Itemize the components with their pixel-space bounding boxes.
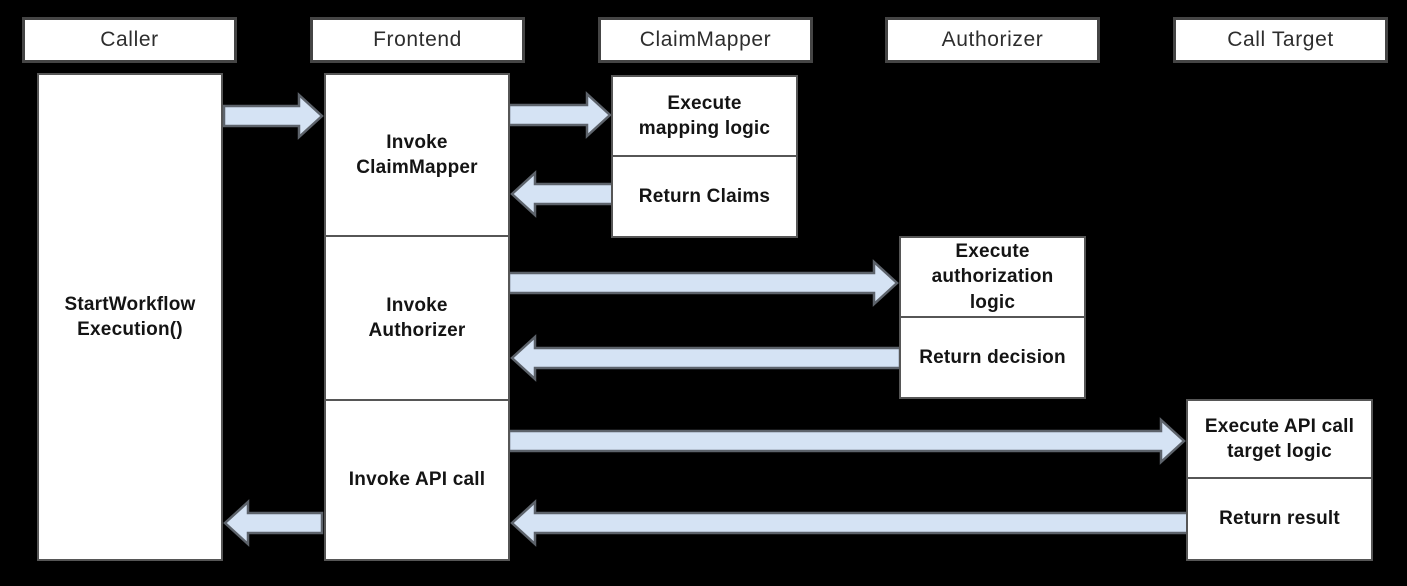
box-return-claims: Return Claims — [611, 155, 798, 238]
box-return-decision: Return decision — [899, 316, 1086, 399]
box-invoke-claimmapper: Invoke ClaimMapper — [324, 73, 510, 237]
arrow-authorizer-to-frontend — [510, 334, 902, 382]
box-execute-mapping-logic: Execute mapping logic — [611, 75, 798, 157]
box-execute-authorization-logic: Execute authorization logic — [899, 236, 1086, 318]
lane-header-authorizer: Authorizer — [885, 17, 1100, 63]
box-startworkflow-execution: StartWorkflow Execution() — [37, 73, 223, 561]
arrow-caller-to-frontend — [222, 92, 324, 140]
box-return-result: Return result — [1186, 477, 1373, 561]
box-execute-api-call-target-logic: Execute API call target logic — [1186, 399, 1373, 479]
box-invoke-api-call: Invoke API call — [324, 399, 510, 561]
arrow-calltarget-to-frontend — [510, 499, 1190, 547]
box-invoke-authorizer: Invoke Authorizer — [324, 235, 510, 401]
arrow-frontend-to-caller — [223, 499, 324, 547]
lane-header-calltarget: Call Target — [1173, 17, 1388, 63]
lane-header-caller: Caller — [22, 17, 237, 63]
lane-header-frontend: Frontend — [310, 17, 525, 63]
arrow-frontend-to-claimmapper — [507, 91, 612, 139]
arrow-frontend-to-authorizer — [507, 259, 899, 307]
arrow-frontend-to-calltarget — [507, 417, 1186, 465]
arrow-claimmapper-to-frontend — [510, 170, 615, 218]
lane-header-claimmapper: ClaimMapper — [598, 17, 813, 63]
